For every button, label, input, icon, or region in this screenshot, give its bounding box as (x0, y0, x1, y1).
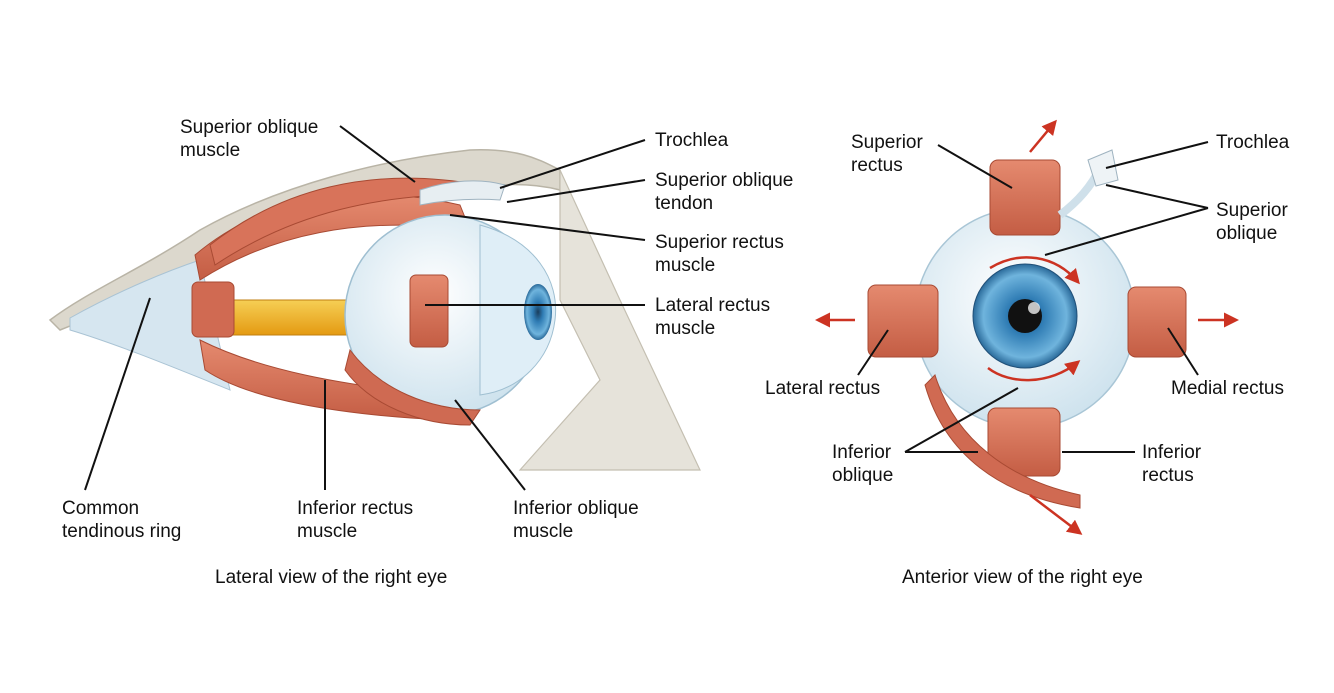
medial-rectus-anterior-shape (1127, 286, 1187, 358)
arrow-inferior (1029, 494, 1083, 535)
rotation-arrow-upper (989, 256, 1080, 285)
rotation-arrow-lower (987, 360, 1081, 382)
superior-oblique-tendon-shape (419, 180, 506, 206)
inferior-oblique-shape (344, 348, 481, 426)
label-lateral-rectus: Lateral rectus (765, 378, 881, 399)
caption-anterior-view: Anterior view of the right eye (902, 567, 1143, 588)
superior-rectus-anterior-shape (989, 159, 1061, 236)
label-trochlea-lateral: Trochlea (655, 130, 729, 151)
label-inferior-oblique-muscle: Inferior oblique muscle (513, 498, 639, 542)
label-superior-oblique-tendon: Superior oblique tendon (655, 170, 794, 214)
pupil-highlight (1028, 302, 1040, 314)
arrow-superior (1029, 119, 1057, 153)
label-inferior-rectus: Inferior rectus (1142, 442, 1202, 486)
tendinous-sheath (69, 259, 231, 391)
lateral-rectus-shape (409, 274, 449, 348)
lateral-cornea (479, 224, 557, 396)
label-superior-oblique: Superior oblique (1216, 200, 1288, 244)
lateral-view (48, 125, 701, 491)
trochlea-anterior-shape (1087, 149, 1119, 187)
label-inferior-oblique: Inferior oblique (832, 442, 894, 486)
label-superior-oblique-muscle: Superior oblique muscle (180, 117, 319, 161)
inferior-oblique-anterior-shape (924, 374, 1081, 509)
lateral-rectus-anterior-shape (867, 284, 939, 358)
label-lateral-rectus-muscle: Lateral rectus muscle (655, 295, 771, 339)
common-ring-shape (191, 281, 235, 338)
label-trochlea-anterior: Trochlea (1216, 132, 1290, 153)
orbital-floor-bone (518, 169, 701, 471)
anterior-view (815, 119, 1239, 535)
label-superior-rectus-muscle: Superior rectus muscle (655, 232, 784, 276)
label-superior-rectus: Superior rectus (851, 132, 923, 176)
caption-lateral-view: Lateral view of the right eye (215, 567, 448, 588)
optic-nerve (224, 299, 361, 336)
lateral-iris (524, 284, 552, 340)
label-inferior-rectus-muscle: Inferior rectus muscle (297, 498, 414, 542)
label-common-tendinous-ring: Common tendinous ring (62, 498, 182, 542)
label-medial-rectus: Medial rectus (1171, 378, 1284, 399)
